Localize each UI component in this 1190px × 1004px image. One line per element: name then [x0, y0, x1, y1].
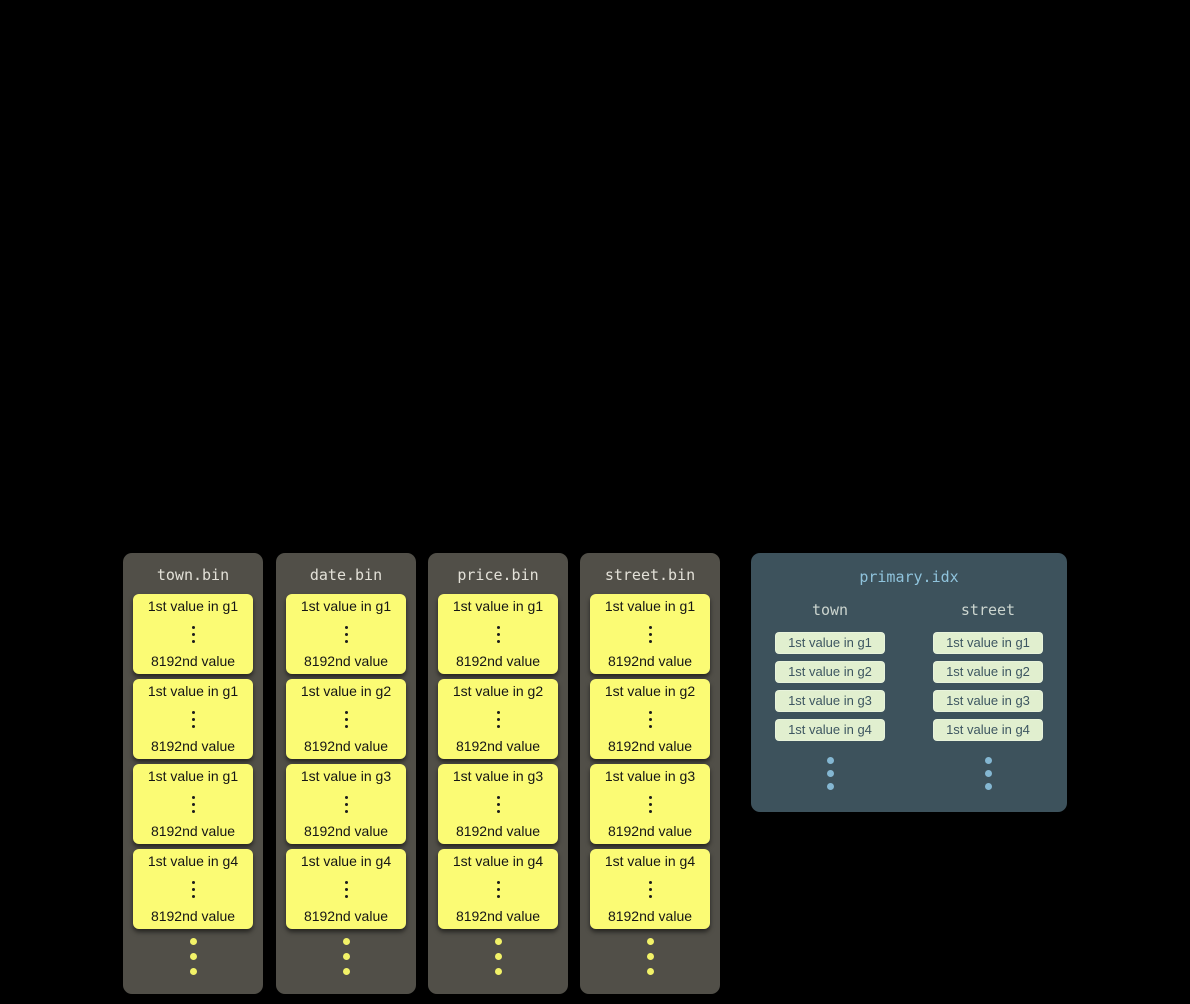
- granule-block-g3: 1st value in g1 8192nd value: [133, 764, 253, 844]
- granule-first-label: 1st value in g4: [604, 853, 696, 869]
- granule-last-label: 8192nd value: [607, 907, 693, 924]
- vertical-ellipsis-icon: [191, 625, 195, 643]
- primary-index-columns: town 1st value in g1 1st value in g2 1st…: [751, 601, 1067, 790]
- granule-first-label: 1st value in g2: [300, 683, 392, 699]
- granule-first-label: 1st value in g3: [452, 768, 544, 784]
- primary-index-title: primary.idx: [859, 568, 959, 586]
- vertical-ellipsis-icon: [191, 880, 195, 898]
- more-granules-ellipsis-icon: [276, 938, 416, 975]
- index-entry: 1st value in g1: [933, 632, 1043, 654]
- granule-last-label: 8192nd value: [303, 822, 389, 839]
- index-entry: 1st value in g4: [775, 719, 885, 741]
- granule-block-g4: 1st value in g4 8192nd value: [286, 849, 406, 929]
- bin-file-date: date.bin 1st value in g1 8192nd value 1s…: [276, 553, 416, 994]
- bin-file-title: price.bin: [457, 566, 539, 584]
- granule-first-label: 1st value in g1: [452, 598, 544, 614]
- more-granules-ellipsis-icon: [428, 938, 568, 975]
- granule-block-g3: 1st value in g3 8192nd value: [438, 764, 558, 844]
- vertical-ellipsis-icon: [648, 625, 652, 643]
- granule-block-g1: 1st value in g1 8192nd value: [286, 594, 406, 674]
- granule-first-label: 1st value in g2: [604, 683, 696, 699]
- index-entry: 1st value in g2: [775, 661, 885, 683]
- granule-first-label: 1st value in g3: [604, 768, 696, 784]
- granule-first-label: 1st value in g4: [300, 853, 392, 869]
- granule-list: 1st value in g1 8192nd value 1st value i…: [123, 594, 263, 929]
- granule-first-label: 1st value in g3: [300, 768, 392, 784]
- granule-first-label: 1st value in g2: [452, 683, 544, 699]
- vertical-ellipsis-icon: [191, 710, 195, 728]
- more-entries-ellipsis-icon: [826, 757, 834, 790]
- granule-last-label: 8192nd value: [150, 907, 236, 924]
- index-column-street: street 1st value in g1 1st value in g2 1…: [909, 601, 1067, 790]
- granule-block-g4: 1st value in g4 8192nd value: [590, 849, 710, 929]
- vertical-ellipsis-icon: [344, 880, 348, 898]
- index-column-header: town: [811, 601, 849, 619]
- index-column-town: town 1st value in g1 1st value in g2 1st…: [751, 601, 909, 790]
- vertical-ellipsis-icon: [496, 625, 500, 643]
- granule-first-label: 1st value in g1: [147, 768, 239, 784]
- bin-file-street: street.bin 1st value in g1 8192nd value …: [580, 553, 720, 994]
- vertical-ellipsis-icon: [648, 710, 652, 728]
- index-entry: 1st value in g2: [933, 661, 1043, 683]
- bin-file-price: price.bin 1st value in g1 8192nd value 1…: [428, 553, 568, 994]
- index-entry: 1st value in g3: [933, 690, 1043, 712]
- granule-last-label: 8192nd value: [455, 907, 541, 924]
- vertical-ellipsis-icon: [344, 625, 348, 643]
- index-entry: 1st value in g4: [933, 719, 1043, 741]
- granule-first-label: 1st value in g4: [147, 853, 239, 869]
- granule-first-label: 1st value in g1: [147, 598, 239, 614]
- granule-first-label: 1st value in g4: [452, 853, 544, 869]
- vertical-ellipsis-icon: [344, 710, 348, 728]
- granule-first-label: 1st value in g1: [300, 598, 392, 614]
- more-granules-ellipsis-icon: [580, 938, 720, 975]
- granule-last-label: 8192nd value: [607, 652, 693, 669]
- granule-block-g2: 1st value in g2 8192nd value: [590, 679, 710, 759]
- index-column-header: street: [960, 601, 1016, 619]
- bin-file-title: town.bin: [156, 566, 230, 584]
- granule-block-g3: 1st value in g3 8192nd value: [286, 764, 406, 844]
- granule-last-label: 8192nd value: [607, 822, 693, 839]
- granule-list: 1st value in g1 8192nd value 1st value i…: [276, 594, 416, 929]
- granule-list: 1st value in g1 8192nd value 1st value i…: [580, 594, 720, 929]
- vertical-ellipsis-icon: [496, 710, 500, 728]
- primary-index-panel: primary.idx town 1st value in g1 1st val…: [751, 553, 1067, 812]
- vertical-ellipsis-icon: [496, 795, 500, 813]
- vertical-ellipsis-icon: [648, 795, 652, 813]
- vertical-ellipsis-icon: [191, 795, 195, 813]
- granule-block-g1: 1st value in g1 8192nd value: [438, 594, 558, 674]
- granule-last-label: 8192nd value: [303, 737, 389, 754]
- bin-file-town: town.bin 1st value in g1 8192nd value 1s…: [123, 553, 263, 994]
- index-entry: 1st value in g3: [775, 690, 885, 712]
- bin-file-title: street.bin: [604, 566, 696, 584]
- vertical-ellipsis-icon: [344, 795, 348, 813]
- bin-file-title: date.bin: [309, 566, 383, 584]
- vertical-ellipsis-icon: [648, 880, 652, 898]
- granule-first-label: 1st value in g1: [147, 683, 239, 699]
- more-entries-ellipsis-icon: [984, 757, 992, 790]
- granule-last-label: 8192nd value: [150, 652, 236, 669]
- granule-last-label: 8192nd value: [150, 737, 236, 754]
- granule-block-g3: 1st value in g3 8192nd value: [590, 764, 710, 844]
- granule-first-label: 1st value in g1: [604, 598, 696, 614]
- granule-block-g1: 1st value in g1 8192nd value: [133, 594, 253, 674]
- granule-list: 1st value in g1 8192nd value 1st value i…: [428, 594, 568, 929]
- granule-last-label: 8192nd value: [455, 652, 541, 669]
- vertical-ellipsis-icon: [496, 880, 500, 898]
- granule-last-label: 8192nd value: [455, 737, 541, 754]
- granule-block-g1: 1st value in g1 8192nd value: [590, 594, 710, 674]
- granule-block-g4: 1st value in g4 8192nd value: [438, 849, 558, 929]
- granule-last-label: 8192nd value: [303, 907, 389, 924]
- granule-last-label: 8192nd value: [303, 652, 389, 669]
- index-entry: 1st value in g1: [775, 632, 885, 654]
- granule-last-label: 8192nd value: [455, 822, 541, 839]
- granule-block-g2: 1st value in g2 8192nd value: [286, 679, 406, 759]
- granule-block-g2: 1st value in g2 8192nd value: [438, 679, 558, 759]
- granule-block-g2: 1st value in g1 8192nd value: [133, 679, 253, 759]
- granule-block-g4: 1st value in g4 8192nd value: [133, 849, 253, 929]
- more-granules-ellipsis-icon: [123, 938, 263, 975]
- granule-last-label: 8192nd value: [607, 737, 693, 754]
- granule-last-label: 8192nd value: [150, 822, 236, 839]
